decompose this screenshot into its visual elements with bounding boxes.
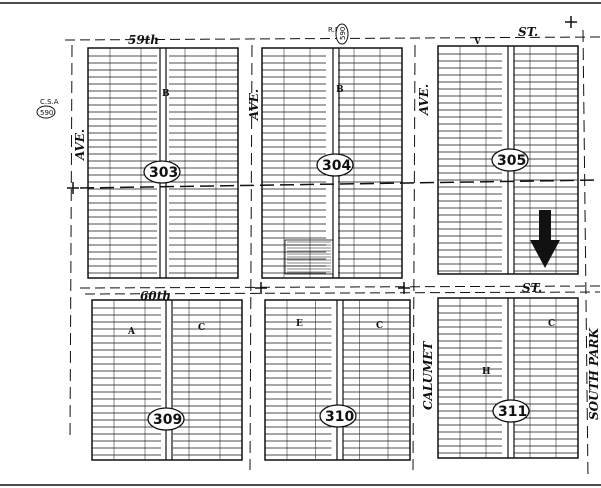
- svg-text:304: 304: [322, 158, 351, 174]
- street-label-59th: 59th: [128, 33, 159, 47]
- block-304: 304: [316, 153, 354, 177]
- block-303: 303: [143, 160, 181, 184]
- sublabel-e: E: [296, 319, 303, 329]
- svg-text:R.R.: R.R.: [328, 26, 342, 34]
- svg-text:310: 310: [325, 409, 354, 425]
- street-label-ave-3: AVE.: [417, 84, 431, 116]
- sublabel-c-right: C: [548, 319, 555, 329]
- sublabel-a: A: [127, 327, 136, 337]
- hatched-parcel: [284, 239, 334, 275]
- svg-text:590: 590: [40, 109, 53, 117]
- block-305: 305: [491, 148, 529, 172]
- street-label-ave-2: AVE.: [247, 89, 261, 121]
- alley-lines: [159, 46, 515, 460]
- sublabel-v: V: [473, 37, 482, 47]
- sublabel-b-top: B: [162, 89, 170, 99]
- street-label-ave-left: AVE.: [73, 129, 87, 161]
- block-311: 311: [492, 399, 530, 423]
- section-corner-marks: [67, 16, 577, 294]
- sublabel-c-mid: C: [376, 321, 383, 331]
- svg-text:309: 309: [153, 412, 182, 428]
- street-label-calumet: CALUMET: [421, 340, 435, 410]
- street-label-st-mid: ST.: [522, 281, 542, 295]
- north-arrow-icon: [530, 210, 560, 268]
- street-label-south-park: SOUTH PARK: [587, 328, 601, 420]
- svg-text:305: 305: [497, 153, 526, 169]
- sublabel-h: H: [482, 367, 491, 377]
- csa-marker: C.S.A 590: [36, 98, 59, 119]
- svg-text:303: 303: [149, 165, 178, 181]
- svg-text:C.S.A: C.S.A: [40, 98, 59, 106]
- street-label-60th: 60th: [140, 289, 171, 303]
- sublabel-c-left: C: [198, 323, 205, 333]
- block-309: 309: [147, 407, 185, 431]
- svg-text:311: 311: [498, 404, 527, 420]
- street-lines: [64, 29, 601, 481]
- top-rr-marker: R.R. 590: [328, 23, 349, 45]
- svg-text:590: 590: [339, 27, 347, 40]
- lot-lines: [88, 46, 578, 460]
- block-310: 310: [319, 404, 357, 428]
- street-label-st-top: ST.: [518, 25, 538, 39]
- sublabel-b-mid: B: [336, 85, 344, 95]
